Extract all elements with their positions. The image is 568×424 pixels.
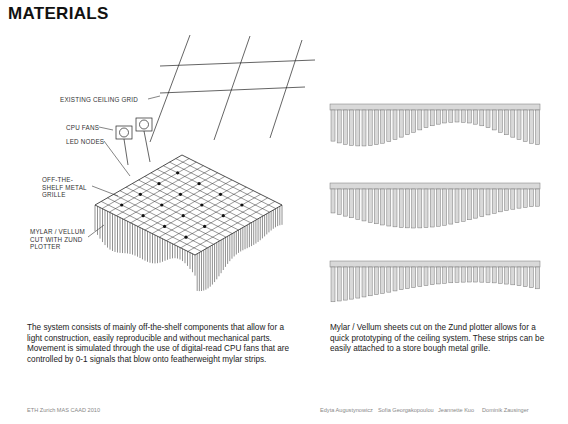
mylar-strips bbox=[95, 205, 282, 291]
strip-prototypes bbox=[330, 104, 540, 302]
author-name: Dominik Zausinger bbox=[482, 407, 529, 413]
page-title: MATERIALS bbox=[8, 4, 109, 24]
part-label: CPU FANS bbox=[66, 124, 100, 132]
description-text: Mylar / Vellum sheets cut on the Zund pl… bbox=[330, 323, 552, 355]
part-label: EXISTING CEILING GRID bbox=[60, 96, 148, 104]
description-text: The system consists of mainly off-the-sh… bbox=[27, 323, 299, 365]
part-label: MYLAR / VELLUM CUT WITH ZUND PLOTTER bbox=[30, 228, 88, 251]
part-label: OFF-THE-SHELF METAL GRILLE bbox=[42, 176, 92, 199]
author-name: Sofia Georgakopoulou bbox=[378, 407, 434, 413]
author-name: Jeannette Kuo bbox=[438, 407, 474, 413]
cpu-fans bbox=[116, 118, 152, 165]
leader-lines bbox=[88, 96, 160, 237]
author-name: Edyta Augustynowicz bbox=[320, 407, 373, 413]
ceiling-grid bbox=[150, 35, 315, 142]
metal-grille bbox=[95, 155, 282, 255]
footer-text: ETH Zurich MAS CAAD 2010 bbox=[27, 407, 100, 413]
part-label: LED NODES bbox=[66, 138, 106, 146]
